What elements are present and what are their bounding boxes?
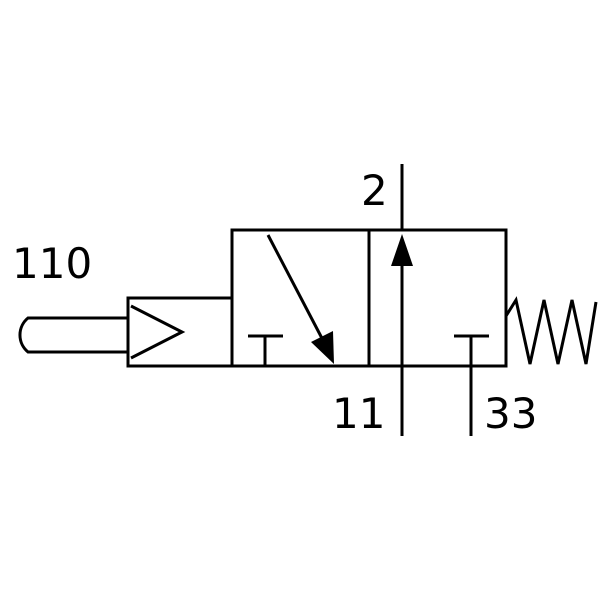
plunger-actuator — [18, 316, 128, 354]
blocked-port-right — [454, 334, 489, 366]
supply-port-label: 11 — [332, 389, 386, 438]
output-port-label: 2 — [361, 166, 388, 215]
arrowhead-diagonal-icon — [311, 331, 334, 364]
return-spring — [504, 296, 598, 365]
blocked-port-left — [248, 334, 283, 366]
flow-arrow-diagonal — [266, 234, 328, 347]
exhaust-port-label: 33 — [484, 389, 538, 438]
pilot-triangle — [130, 304, 186, 360]
arrowhead-up-icon — [391, 234, 413, 266]
actuator-port-label: 110 — [12, 239, 93, 288]
